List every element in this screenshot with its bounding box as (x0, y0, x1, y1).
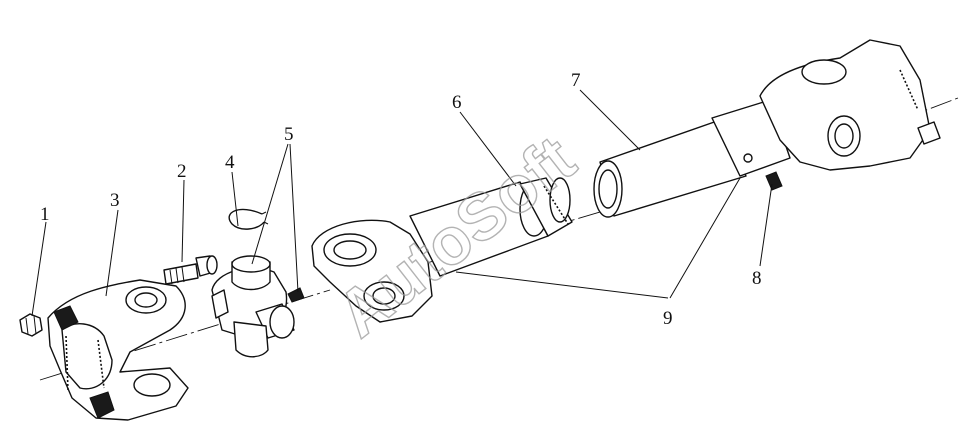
universal-joint-cross (211, 255, 295, 358)
splined-sleeve-tube (593, 99, 791, 218)
callout-2: 2 (177, 161, 187, 182)
grease-nipple-small (287, 287, 305, 303)
flange-yoke (47, 279, 189, 421)
callout-8: 8 (752, 268, 762, 289)
callout-7: 7 (571, 70, 581, 91)
nut (19, 313, 43, 337)
slip-yoke-shaft (311, 177, 573, 323)
callout-9: 9 (663, 308, 673, 329)
leader-lines (31, 89, 773, 317)
callout-4: 4 (225, 152, 235, 173)
bolt (163, 255, 218, 285)
snap-ring (228, 208, 269, 230)
callout-1: 1 (40, 204, 50, 225)
callout-5: 5 (284, 124, 294, 145)
tube-yoke-right (759, 39, 941, 171)
grease-fitting (765, 171, 783, 191)
callout-6: 6 (452, 92, 462, 113)
callout-3: 3 (110, 190, 120, 211)
